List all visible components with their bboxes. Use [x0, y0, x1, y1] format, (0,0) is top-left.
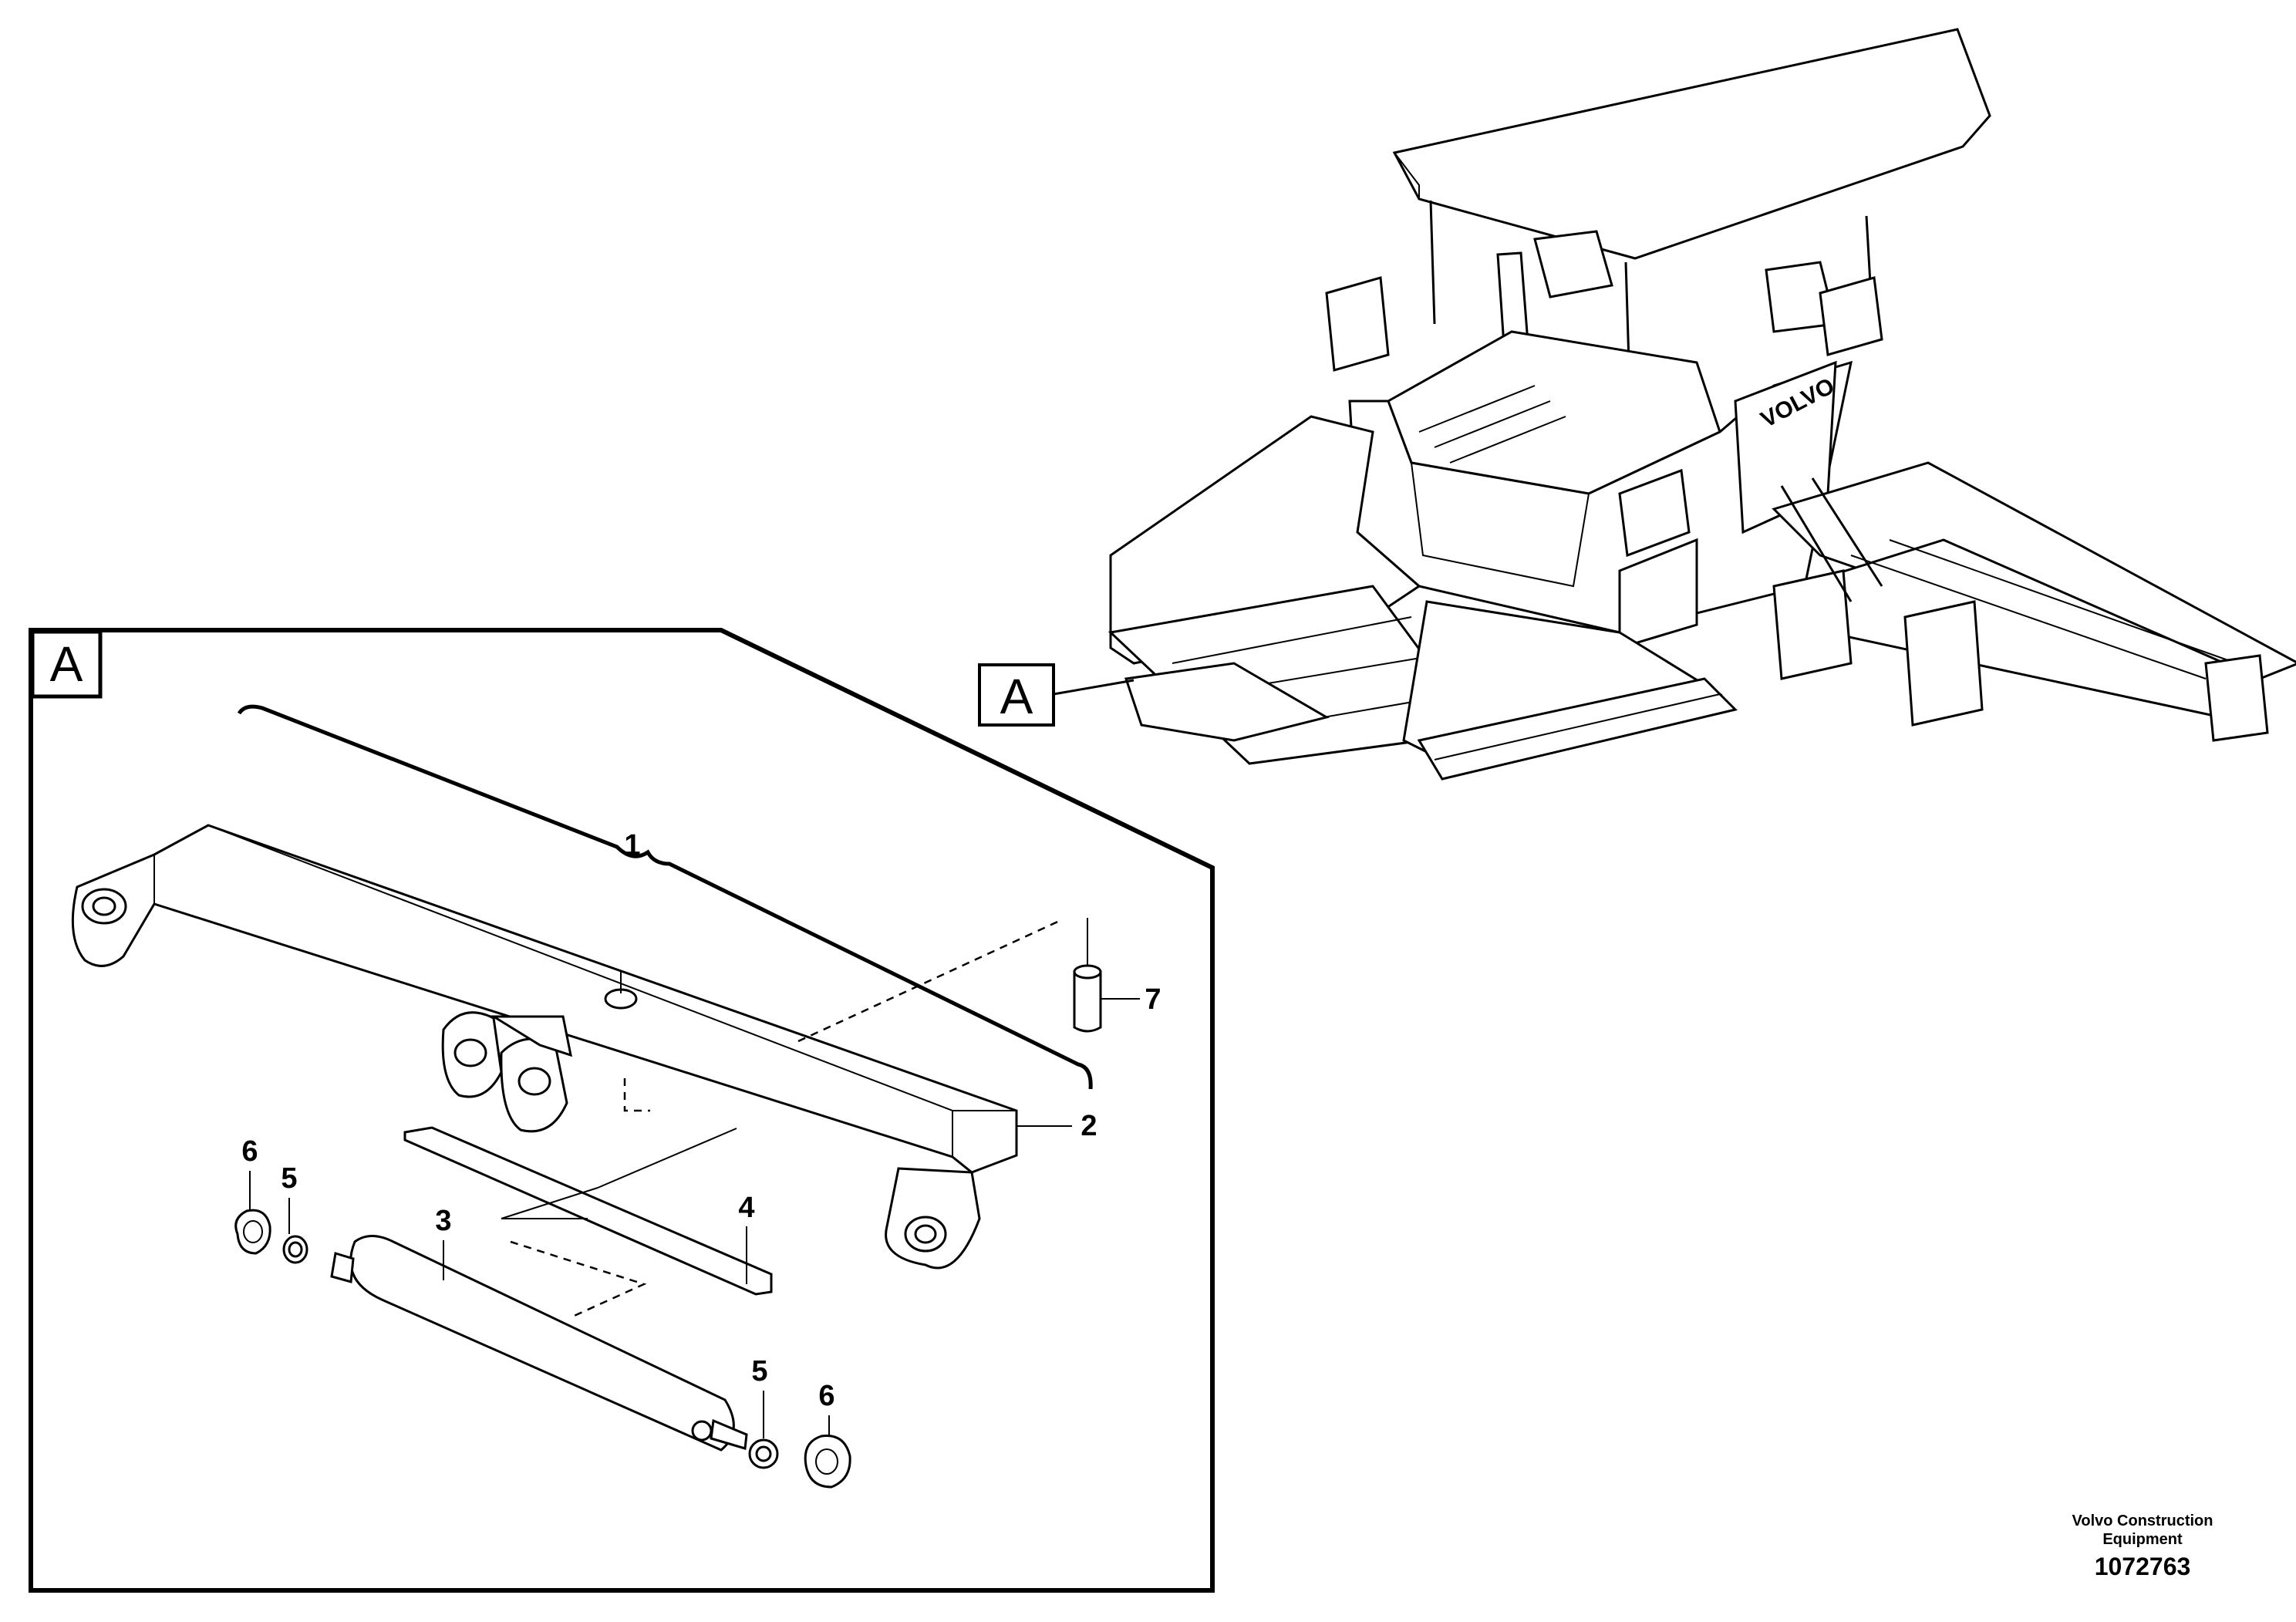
assembly-bracket	[237, 704, 1093, 1090]
detail-marker-a-label: A	[50, 636, 83, 692]
detail-marker-a-label: A	[1000, 669, 1033, 724]
callout-6-top: 6	[241, 1135, 258, 1168]
callout-5-top: 5	[281, 1162, 297, 1195]
pin	[1073, 918, 1102, 1033]
detail-marker-a-machine: A	[978, 663, 1135, 727]
credit-company-line2: Equipment	[2102, 1531, 2183, 1548]
bushing-bottom	[748, 1438, 779, 1469]
callout-2: 2	[1081, 1110, 1097, 1142]
callout-5-bottom: 5	[751, 1355, 767, 1388]
wear-strip	[403, 1126, 773, 1296]
lift-beam	[71, 824, 1018, 1270]
hydraulic-cylinder	[330, 1235, 748, 1452]
retaining-ring-top	[234, 1209, 271, 1255]
callout-6-bottom: 6	[818, 1380, 834, 1412]
credit-company: Volvo Construction Equipment	[2054, 1512, 2231, 1549]
callout-7: 7	[1145, 983, 1161, 1016]
credit-document-number: 1072763	[2094, 1553, 2191, 1580]
leader-lines	[249, 998, 1140, 1438]
bushing-top	[282, 1235, 308, 1264]
callout-1: 1	[624, 829, 640, 862]
retaining-ring-bottom	[804, 1435, 851, 1489]
callout-4: 4	[738, 1192, 754, 1224]
detail-a-frame: A	[29, 628, 1215, 1593]
asphalt-paver-illustration: VOLVO	[1108, 28, 2296, 781]
credit-company-line1: Volvo Construction	[2072, 1512, 2213, 1529]
assembly-lines	[501, 918, 1064, 1319]
callout-3: 3	[435, 1205, 451, 1237]
